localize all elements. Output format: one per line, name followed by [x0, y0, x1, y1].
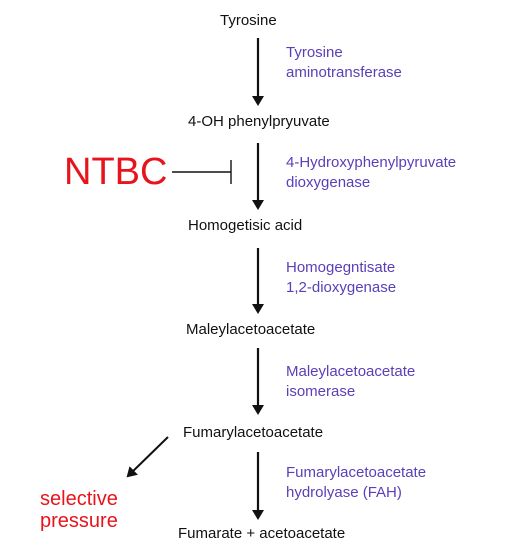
enzyme-homogentisate-dioxygenase: Homogegntisate 1,2-dioxygenase [286, 258, 396, 298]
enzyme-label-line2: isomerase [286, 383, 356, 400]
enzyme-hppd: 4-Hydroxyphenylpyruvate dioxygenase [286, 153, 456, 193]
metabolite-fumarylacetoacetate: Fumarylacetoacetate [183, 424, 324, 441]
enzyme-fah: Fumarylacetoacetate hydrolyase (FAH) [286, 463, 426, 503]
metabolite-homogentisic-acid: Homogetisic acid [188, 217, 303, 234]
enzyme-tyrosine-aminotransferase: Tyrosine aminotransferase [286, 43, 402, 83]
enzyme-label-line2: hydrolyase (FAH) [286, 484, 402, 501]
selective-pressure-label: selective pressure [40, 488, 118, 532]
metabolite-4-oh-phenylpyruvate: 4-OH phenylpryuvate [188, 113, 330, 130]
enzyme-label-line1: Homogegntisate [286, 259, 396, 276]
effect-line2: pressure [40, 510, 118, 532]
selective-pressure-arrow [126, 436, 169, 478]
metabolite-fumarate-acetoacetate: Fumarate + acetoacetate [178, 525, 346, 542]
enzyme-label-line2: 1,2-dioxygenase [286, 279, 397, 296]
enzyme-label-line1: Maleylacetoacetate [286, 363, 416, 380]
enzyme-label-line1: Tyrosine [286, 44, 343, 61]
enzyme-label-line1: Fumarylacetoacetate [286, 464, 427, 481]
enzyme-label-line2: aminotransferase [286, 64, 402, 81]
metabolite-tyrosine: Tyrosine [220, 12, 277, 29]
enzyme-label-line1: 4-Hydroxyphenylpyruvate [286, 154, 457, 171]
enzyme-maleylacetoacetate-isomerase: Maleylacetoacetate isomerase [286, 362, 415, 402]
metabolite-maleylacetoacetate: Maleylacetoacetate [186, 321, 316, 338]
inhibitor-ntbc: NTBC [64, 151, 168, 193]
effect-line1: selective [40, 488, 118, 510]
enzyme-label-line2: dioxygenase [286, 174, 371, 191]
